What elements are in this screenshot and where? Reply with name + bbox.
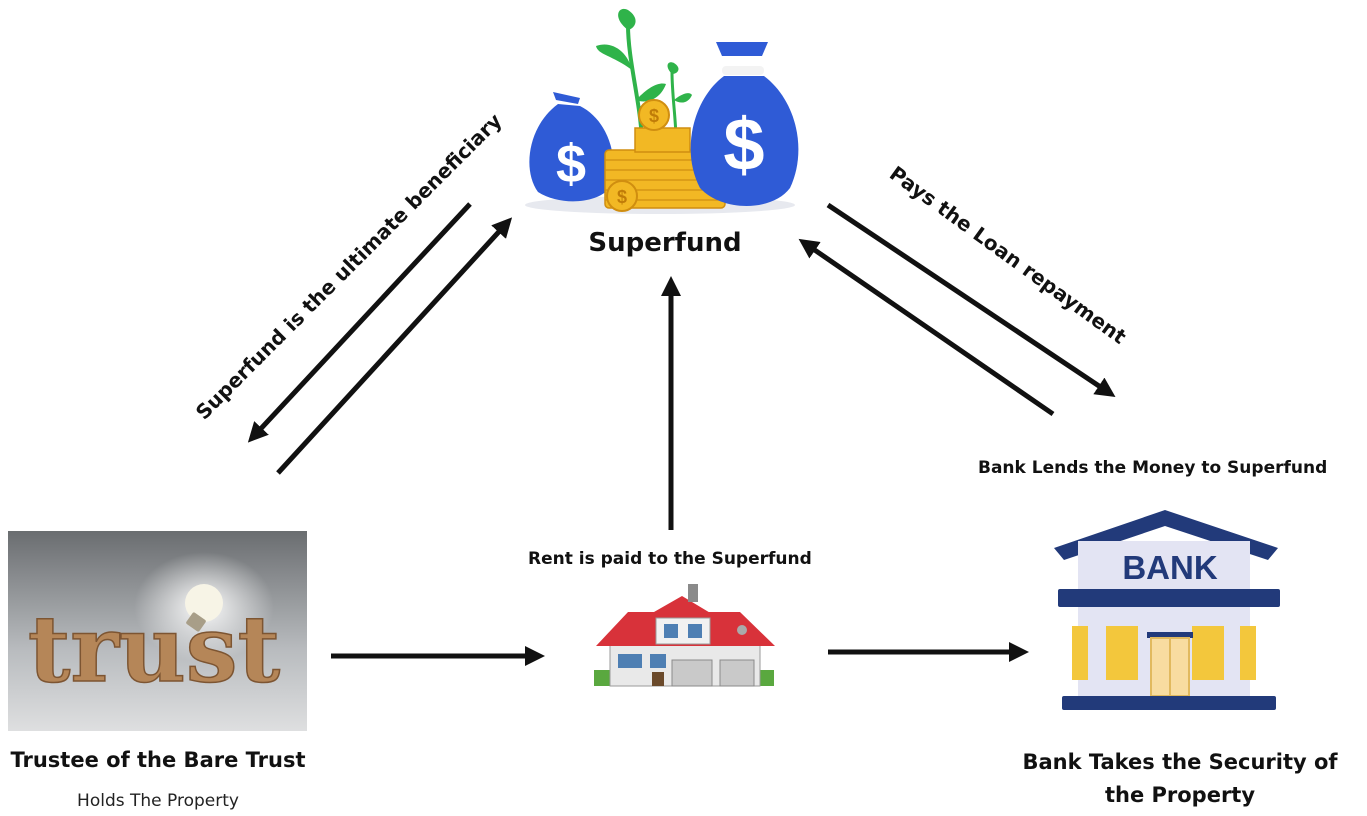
trustee-title: Trustee of the Bare Trust bbox=[10, 748, 306, 772]
arrow-superfund-to-bank bbox=[826, 202, 1116, 397]
edge-label-rent: Rent is paid to the Superfund bbox=[528, 549, 812, 569]
edge-label-bank-lends: Bank Lends the Money to Superfund bbox=[978, 458, 1328, 478]
svg-text:trust: trust bbox=[28, 595, 281, 703]
arrow-bank-to-superfund bbox=[798, 238, 1055, 417]
svg-text:$: $ bbox=[617, 187, 627, 207]
svg-text:$: $ bbox=[649, 106, 659, 126]
svg-text:$: $ bbox=[723, 103, 764, 186]
trustee-subtitle: Holds The Property bbox=[77, 791, 239, 811]
superfund-title: Superfund bbox=[588, 228, 742, 258]
bank-security-title: Bank Takes the Security of the Property bbox=[1022, 750, 1338, 807]
svg-text:BANK: BANK bbox=[1122, 549, 1217, 586]
svg-text:$: $ bbox=[556, 134, 586, 194]
trust-image: trust bbox=[8, 531, 307, 731]
arrow-trust-to-superfund bbox=[276, 217, 513, 475]
arrow-superfund-to-trust bbox=[247, 202, 472, 443]
trust-photo: trust bbox=[8, 531, 307, 731]
